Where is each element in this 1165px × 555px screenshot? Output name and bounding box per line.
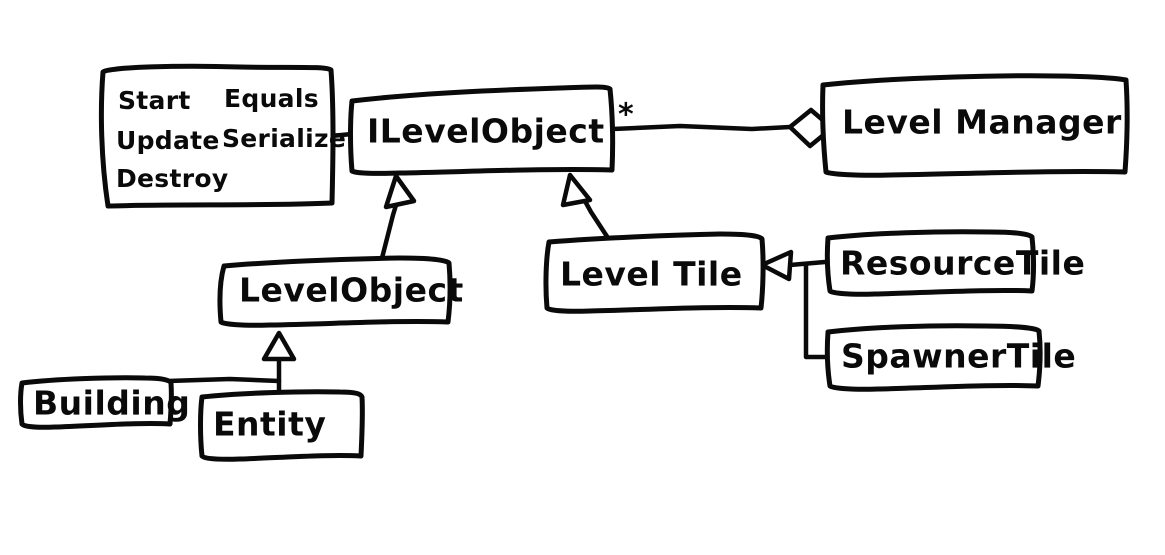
leveltile-box-outline — [543, 231, 766, 314]
building-box-outline — [18, 375, 174, 430]
spawnertile-label: SpawnerTile — [841, 337, 1076, 376]
connector-building-entity-bar — [165, 376, 282, 384]
connector-spawnertile-branch — [803, 261, 829, 360]
levelmanager-label: Level Manager — [842, 103, 1122, 142]
building-label: Building — [33, 384, 190, 423]
connector-ilevelobject-to-levelmanager — [610, 123, 793, 132]
node-building[interactable]: Building — [18, 375, 191, 430]
ilevelobject-label: ILevelObject — [367, 112, 605, 151]
node-levelmanager[interactable]: Level Manager — [820, 73, 1130, 178]
entity-label: Entity — [213, 405, 326, 444]
entity-box-outline — [198, 389, 365, 462]
resourcetile-box-outline — [824, 229, 1036, 297]
node-ilevelobject[interactable]: ILevelObject — [348, 84, 616, 176]
methods-box-outline — [98, 63, 336, 209]
method-label-equals: Equals — [224, 84, 319, 113]
generalization-triangle-leveltile-icon — [560, 172, 593, 208]
generalization-triangle-tiles-icon — [759, 249, 794, 282]
node-levelobject[interactable]: LevelObject — [217, 255, 464, 328]
node-leveltile[interactable]: Level Tile — [543, 231, 766, 314]
ilevelobject-box-outline — [348, 84, 616, 176]
method-label-destroy: Destroy — [116, 164, 228, 193]
generalization-triangle-levelobject-children-icon — [261, 330, 297, 362]
multiplicity-asterisk: * — [618, 98, 634, 133]
levelmanager-box-outline — [820, 73, 1130, 178]
levelobject-label: LevelObject — [239, 271, 464, 310]
generalization-triangle-levelobject-icon — [383, 173, 417, 210]
spawnertile-box-outline — [824, 323, 1043, 392]
method-label-serialize: Serialize — [222, 124, 346, 153]
resourcetile-label: ResourceTile — [840, 244, 1085, 283]
node-methods-box[interactable]: Start Equals Update Serialize Destroy — [98, 63, 346, 209]
method-label-start: Start — [118, 86, 191, 115]
node-resourcetile[interactable]: ResourceTile — [824, 229, 1085, 297]
node-spawnertile[interactable]: SpawnerTile — [824, 323, 1076, 392]
node-entity[interactable]: Entity — [198, 389, 365, 462]
levelobject-box-outline — [217, 255, 453, 328]
method-label-update: Update — [116, 126, 220, 155]
leveltile-label: Level Tile — [560, 255, 743, 294]
